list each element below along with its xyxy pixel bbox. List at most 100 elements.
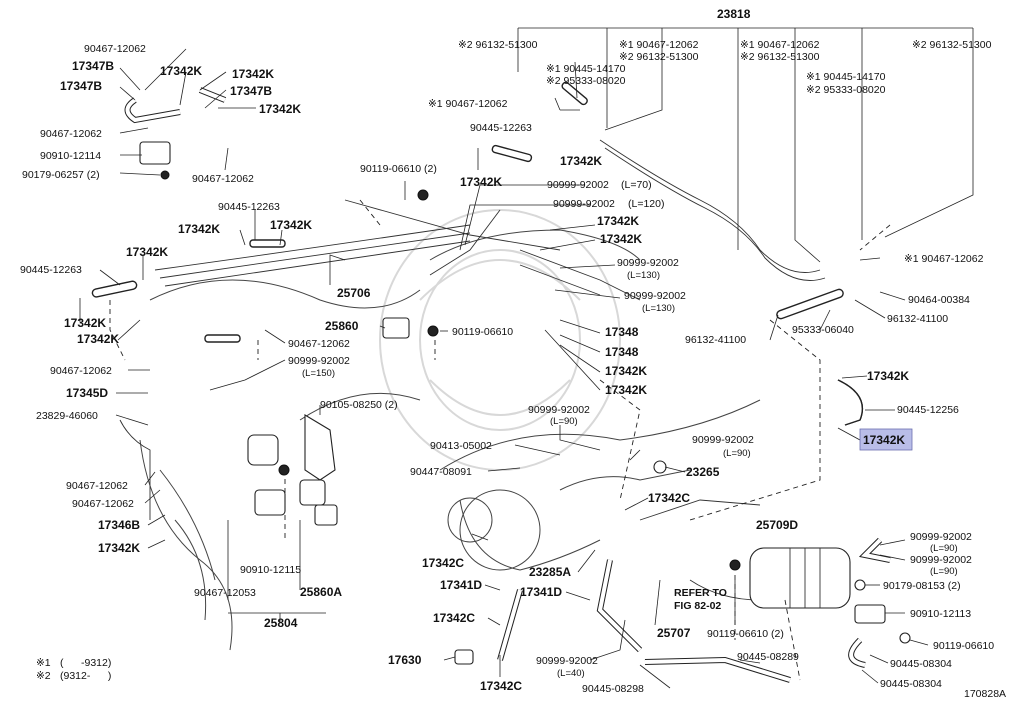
label-23818: 23818 — [717, 7, 751, 21]
label-17342k-l1: 17342K — [126, 245, 168, 259]
label-90119-06610-2: 90119-06610 (2) — [360, 163, 437, 175]
label-90445-14170-a: ※1 90445-14170 — [546, 63, 626, 75]
label-90910-12113: 90910-12113 — [910, 608, 971, 620]
label-17630: 17630 — [388, 653, 422, 667]
label-90999-92002-90d: 90999-92002 — [910, 554, 972, 566]
highlight-box — [859, 428, 913, 451]
label-90119-06610-r: 90119-06610 — [933, 640, 994, 652]
label-25860a: 25860A — [300, 585, 342, 599]
label-17342k-tl3: 17342K — [259, 102, 301, 116]
label-90447-08091: 90447-08091 — [410, 466, 472, 478]
label-90119-06610-2b: 90119-06610 (2) — [707, 628, 784, 640]
label-96132-51300-far: ※2 96132-51300 — [912, 39, 992, 51]
label-l150: (L=150) — [302, 368, 335, 379]
diagram-id: 170828A — [964, 688, 1006, 700]
label-17342k-l3: 17342K — [77, 332, 119, 346]
label-90445-14170-b: ※1 90445-14170 — [806, 71, 886, 83]
label-17342c-d: 17342C — [480, 679, 522, 693]
legend-note2-mark: ※2 — [36, 670, 51, 682]
label-17342k-tl2: 17342K — [232, 67, 274, 81]
label-l130a: (L=130) — [627, 270, 660, 281]
label-95333-06040: 95333-06040 — [792, 324, 854, 336]
label-23285a: 23285A — [529, 565, 571, 579]
label-17342k-g: 17342K — [867, 369, 909, 383]
label-l90d: (L=90) — [930, 566, 958, 577]
label-90910-12114: 90910-12114 — [40, 150, 101, 162]
label-90445-12263-top: 90445-12263 — [470, 122, 532, 134]
label-17347b-c: 17347B — [230, 84, 272, 98]
label-90445-08289: 90445-08289 — [737, 651, 799, 663]
label-90445-08304-a: 90445-08304 — [890, 658, 952, 670]
label-90467-12062-l3: 90467-12062 — [192, 173, 254, 185]
label-l130b: (L=130) — [642, 303, 675, 314]
label-25707: 25707 — [657, 626, 691, 640]
label-17345d: 17345D — [66, 386, 108, 400]
label-17342k-m1: 17342K — [178, 222, 220, 236]
label-90445-12263-l: 90445-12263 — [20, 264, 82, 276]
label-refer-to: REFER TO — [674, 587, 727, 599]
legend-note1-text: ( -9312) — [60, 657, 111, 669]
label-17348-a: 17348 — [605, 325, 639, 339]
label-90999-92002-130a: 90999-92002 — [617, 257, 679, 269]
label-96132-51300-a: ※2 96132-51300 — [458, 39, 538, 51]
label-17342k-f: 17342K — [605, 383, 647, 397]
label-90467-12062-tl: 90467-12062 — [84, 43, 146, 55]
label-17348-b: 17348 — [605, 345, 639, 359]
label-90999-92002-120: 90999-92002 — [553, 198, 615, 210]
label-17342k-e: 17342K — [605, 364, 647, 378]
dashed-guides — [109, 199, 891, 681]
label-90999-92002-90b: 90999-92002 — [692, 434, 754, 446]
pipes — [119, 139, 826, 601]
label-90467-12062-right: ※1 90467-12062 — [904, 253, 984, 265]
label-90999-92002-130b: 90999-92002 — [624, 290, 686, 302]
label-17342k-m2: 17342K — [270, 218, 312, 232]
label-96132-51300-tr: ※2 96132-51300 — [740, 51, 820, 63]
legend-note2-text: (9312- ) — [60, 670, 111, 682]
label-23829-46060: 23829-46060 — [36, 410, 98, 422]
label-25804: 25804 — [264, 616, 298, 630]
label-90467-12062-top: ※1 90467-12062 — [619, 39, 699, 51]
label-90999-92002-90a: 90999-92002 — [528, 404, 590, 416]
label-17347b-b: 17347B — [60, 79, 102, 93]
label-17342k-c: 17342K — [597, 214, 639, 228]
label-90179-06257: 90179-06257 (2) — [22, 169, 100, 181]
label-90467-12062-l6: 90467-12062 — [72, 498, 134, 510]
label-17342k-l4: 17342K — [98, 541, 140, 555]
label-25706: 25706 — [337, 286, 371, 300]
part-labels: 23818 ※2 96132-51300 ※1 90467-12062 ※2 9… — [20, 7, 994, 695]
label-90179-08153: 90179-08153 (2) — [883, 580, 961, 592]
label-90999-92002-40: 90999-92002 — [536, 655, 598, 667]
label-17342k-l2: 17342K — [64, 316, 106, 330]
label-17342c-a: 17342C — [648, 491, 690, 505]
label-17342k-tl1: 17342K — [160, 64, 202, 78]
canister-25709d — [749, 547, 851, 609]
label-l120: (L=120) — [628, 198, 664, 210]
label-17342k-b: 17342K — [460, 175, 502, 189]
label-17342c-c: 17342C — [433, 611, 475, 625]
label-96132-51300-b: ※2 96132-51300 — [619, 51, 699, 63]
label-90999-92002-90c: 90999-92002 — [910, 531, 972, 543]
label-96132-41100-r: 96132-41100 — [887, 313, 948, 325]
label-95333-08020-b: ※2 95333-08020 — [806, 84, 886, 96]
label-90105-08250: 90105-08250 (2) — [320, 399, 398, 411]
label-l90b: (L=90) — [723, 448, 751, 459]
label-90467-12062-l2: 90467-12062 — [40, 128, 102, 140]
components — [139, 141, 911, 665]
leader-lines — [79, 27, 974, 689]
label-90467-12062-l5: 90467-12062 — [66, 480, 128, 492]
label-90119-06610-m: 90119-06610 — [452, 326, 513, 338]
label-17341d-b: 17341D — [520, 585, 562, 599]
label-90467-12062-m: 90467-12062 — [288, 338, 350, 350]
label-90910-12115: 90910-12115 — [240, 564, 301, 576]
label-17342k-a: 17342K — [560, 154, 602, 168]
label-90445-08298: 90445-08298 — [582, 683, 644, 695]
label-90445-08304-b: 90445-08304 — [880, 678, 942, 690]
engine-outline — [139, 229, 761, 651]
label-90467-12062-l4: 90467-12062 — [50, 365, 112, 377]
label-90467-12062-tr: ※1 90467-12062 — [740, 39, 820, 51]
label-90464-00384: 90464-00384 — [908, 294, 970, 306]
label-90999-92002-70: 90999-92002 — [547, 179, 609, 191]
label-17342c-b: 17342C — [422, 556, 464, 570]
label-fig-82-02: FIG 82-02 — [674, 600, 721, 612]
label-17342k-d: 17342K — [600, 232, 642, 246]
